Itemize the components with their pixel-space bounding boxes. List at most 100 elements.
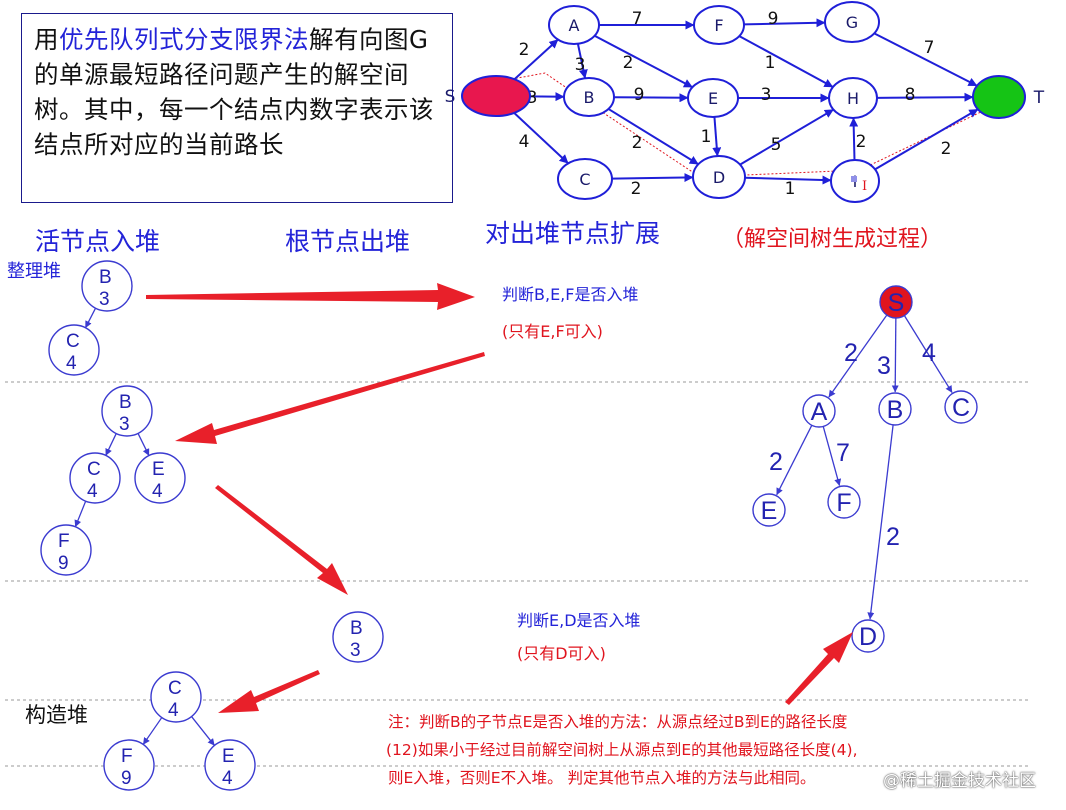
heap-node-value: 4 xyxy=(168,700,179,721)
graph-node-C: C xyxy=(557,158,613,200)
graph-node-T: T xyxy=(972,75,1045,119)
graph-node-F: F xyxy=(693,5,745,45)
edge-weight-A-B: 3 xyxy=(575,55,586,75)
edge-B-E xyxy=(613,93,689,103)
edge-I-H xyxy=(849,117,859,161)
note-line-3: 则E入堆，否则E不入堆。 判定其他节点入堆的方法与此相同。 xyxy=(388,769,816,787)
tree-node-D: D xyxy=(851,619,885,653)
heap-node-name: B xyxy=(119,392,132,413)
heap-node-value: 9 xyxy=(58,553,69,574)
heap-node: E4 xyxy=(204,739,256,791)
graph-node-label-C: C xyxy=(579,170,590,189)
heap-node-name: F xyxy=(58,531,70,552)
edge-weight-H-T: 8 xyxy=(905,85,916,105)
tree-node-label-C: C xyxy=(952,394,970,422)
heap-node-value: 3 xyxy=(350,640,361,661)
edge-C-D xyxy=(611,173,694,183)
heap-edge xyxy=(137,433,150,456)
edge-E-D xyxy=(712,116,722,157)
graph-node-label-D: D xyxy=(713,168,725,187)
graph-node-S: S xyxy=(445,75,531,117)
graph-node-label-A: A xyxy=(569,16,580,35)
highlight-path xyxy=(495,72,986,178)
heap-node-value: 4 xyxy=(66,353,77,374)
judgement-2-question: 判断E,D是否入堆 xyxy=(517,611,641,630)
tree-edge-weight-S-A: 2 xyxy=(844,339,858,367)
tree-node-A: A xyxy=(802,394,836,428)
heap-node-name: E xyxy=(152,459,165,480)
flow-arrow-3 xyxy=(215,485,348,595)
heading-tree-gen: （解空间树生成过程） xyxy=(722,227,943,252)
graph-node-G: G xyxy=(824,1,880,43)
heap-node-name: C xyxy=(168,678,182,699)
tree-node-B: B xyxy=(878,392,912,426)
graph-node-E: E xyxy=(687,78,739,118)
edge-weight-G-T: 7 xyxy=(924,38,935,58)
heap-node-value: 9 xyxy=(121,768,132,789)
heap-node: B3 xyxy=(101,385,153,437)
description-prefix: 用 xyxy=(34,25,59,54)
note-line-2: (12)如果小于经过目前解空间树上从源点到E的其他最短路径长度(4), xyxy=(386,741,858,759)
heap-node: B3 xyxy=(81,260,133,312)
graph-node-B: B xyxy=(563,77,615,117)
edge-weight-I-H: 2 xyxy=(856,132,867,152)
heap-edge xyxy=(142,717,163,745)
graph-node-H: H xyxy=(828,77,878,119)
heap-node-value: 3 xyxy=(119,414,130,435)
cursor-marker xyxy=(851,176,857,182)
tree-edge-A-E xyxy=(776,424,813,496)
edge-G-T xyxy=(873,32,978,87)
graph-node-outside-label-S: S xyxy=(445,87,456,107)
edge-weight-S-B: 3 xyxy=(527,88,538,108)
heap-node: E4 xyxy=(134,452,186,504)
tree-edge-weight-A-E: 2 xyxy=(769,448,783,476)
graph-node-outside-label-T: T xyxy=(1033,88,1045,108)
heap-node: B3 xyxy=(332,611,384,663)
edge-weight-S-A: 2 xyxy=(519,40,530,60)
heap-node-name: C xyxy=(87,459,101,480)
edge-weight-A-F: 7 xyxy=(632,9,643,29)
edge-F-H xyxy=(738,35,834,88)
watermark: @稀土掘金技术社区 xyxy=(883,771,1036,791)
heap-node-name: C xyxy=(66,331,80,352)
tree-edge-S-A xyxy=(828,314,888,398)
judgement-1-answer: (只有E,F可入) xyxy=(502,322,603,341)
tree-edge-weight-S-C: 4 xyxy=(922,339,936,367)
edge-D-H xyxy=(739,108,834,166)
heap-edge xyxy=(74,500,87,528)
edge-S-A xyxy=(513,38,559,80)
graph-node-A: A xyxy=(548,5,600,45)
edge-weight-S-C: 4 xyxy=(519,132,530,152)
tree-edge-weight-B-D: 2 xyxy=(886,523,900,551)
tree-edge-weight-A-F: 7 xyxy=(836,439,850,467)
heading-heapify: 整理堆 xyxy=(7,261,61,282)
graph-node-label-H: H xyxy=(847,89,859,108)
description-suffix: 解有向图G的单源最短路径问题产生的解空间树。其中，每一个结点内数字表示该结点所对… xyxy=(34,25,434,159)
heading-expand: 对出堆节点扩展 xyxy=(485,219,661,248)
tree-node-E: E xyxy=(752,493,786,527)
tree-edge-B-D xyxy=(867,424,894,620)
heading-build-heap: 构造堆 xyxy=(25,703,88,727)
heap-node: C4 xyxy=(69,452,121,504)
heap-node: C4 xyxy=(48,324,100,376)
flow-arrow-2 xyxy=(175,352,485,444)
tree-node-S: S xyxy=(879,285,913,319)
judgement-1-question: 判断B,E,F是否入堆 xyxy=(502,285,639,304)
edge-S-C xyxy=(513,112,569,165)
edge-B-D xyxy=(607,108,699,166)
tree-edge-A-F xyxy=(822,426,842,486)
edge-I-T xyxy=(874,108,979,171)
edge-weight-B-E: 9 xyxy=(634,85,645,105)
heading-root-out: 根节点出堆 xyxy=(285,227,411,256)
edge-weight-A-E: 2 xyxy=(623,53,634,73)
heap-node-name: E xyxy=(222,746,235,767)
edge-weight-E-H: 3 xyxy=(761,85,772,105)
heap-edge xyxy=(84,307,97,329)
edge-weight-C-D: 2 xyxy=(631,179,642,199)
description-box: 用优先队列式分支限界法解有向图G的单源最短路径问题产生的解空间树。其中，每一个结… xyxy=(21,13,453,203)
